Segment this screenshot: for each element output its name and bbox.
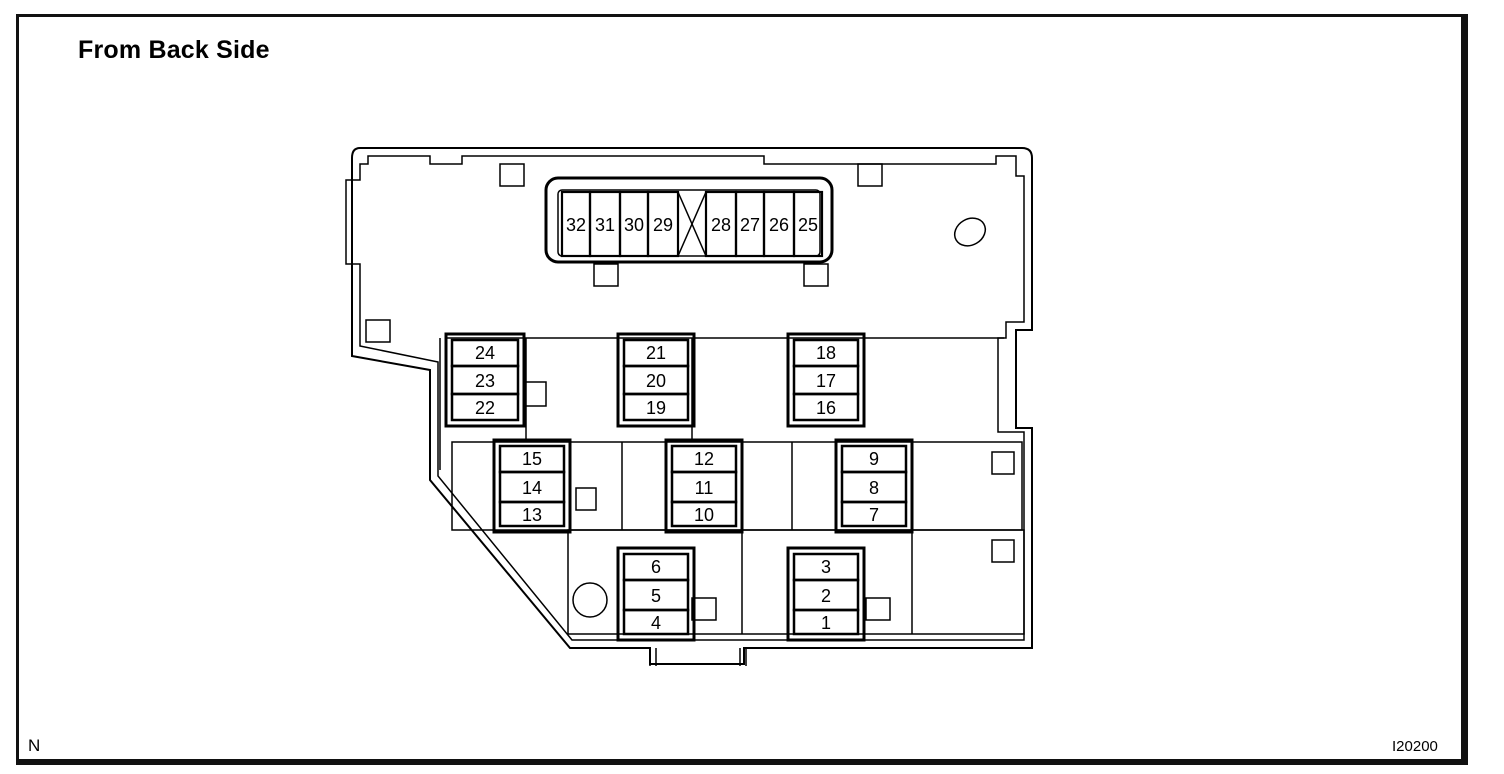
fuse-block-12-10: [664, 438, 744, 534]
fuse-label-5: 5: [651, 586, 661, 606]
fuse-label-2: 2: [821, 586, 831, 606]
fuse-label-7: 7: [869, 505, 879, 525]
fuse-label-20: 20: [646, 371, 666, 391]
connector-label-25: 25: [798, 215, 818, 235]
housing-outline-outer: [351, 147, 1033, 665]
fuse-label-16: 16: [816, 398, 836, 418]
top-connector-outer: [544, 176, 834, 264]
fuse-block-24-22: [444, 332, 526, 428]
fuse-label-8: 8: [869, 478, 879, 498]
fuse-label-22: 22: [475, 398, 495, 418]
fuse-label-24: 24: [475, 343, 495, 363]
corner-mark-n: N: [28, 736, 41, 755]
connector-label-28: 28: [711, 215, 731, 235]
fuse-label-13: 13: [522, 505, 542, 525]
fuse-block-21-19: [616, 332, 696, 428]
fuse-label-3: 3: [821, 557, 831, 577]
fuse-block-6-4: [616, 546, 696, 642]
frame-shadow-right: [1464, 14, 1468, 765]
mounting-hole-round: [572, 582, 608, 618]
diagram-title: From Back Side: [78, 36, 270, 64]
fuse-label-15: 15: [522, 449, 542, 469]
fuse-label-11: 11: [695, 478, 714, 498]
connector-label-31: 31: [595, 215, 615, 235]
top-connector-cells: [560, 190, 824, 258]
fuse-label-19: 19: [646, 398, 666, 418]
fuse-label-6: 6: [651, 557, 661, 577]
figure-code: I20200: [1392, 738, 1438, 755]
fuse-label-18: 18: [816, 343, 836, 363]
fuse-label-9: 9: [869, 449, 879, 469]
drawing-frame: [16, 14, 1464, 762]
housing-outline-inner: [345, 155, 1025, 641]
fuse-block-18-16: [786, 332, 866, 428]
connector-label-30: 30: [624, 215, 644, 235]
connector-label-27: 27: [740, 215, 760, 235]
fuse-label-10: 10: [694, 505, 714, 525]
frame-shadow-bottom: [16, 762, 1468, 765]
connector-label-26: 26: [769, 215, 789, 235]
fuse-label-1: 1: [821, 613, 831, 633]
fuse-label-12: 12: [694, 449, 714, 469]
fuse-block-3-1: [786, 546, 866, 642]
connector-label-32: 32: [566, 215, 586, 235]
fuse-label-17: 17: [816, 371, 836, 391]
fuse-block-15-13: [492, 438, 572, 534]
fuse-label-23: 23: [475, 371, 495, 391]
fuse-label-14: 14: [522, 478, 542, 498]
fuse-label-21: 21: [646, 343, 666, 363]
mounting-hole-oval: [953, 217, 987, 247]
fuse-label-4: 4: [651, 613, 661, 633]
connector-label-29: 29: [653, 215, 673, 235]
fuse-block-9-7: [834, 438, 914, 534]
